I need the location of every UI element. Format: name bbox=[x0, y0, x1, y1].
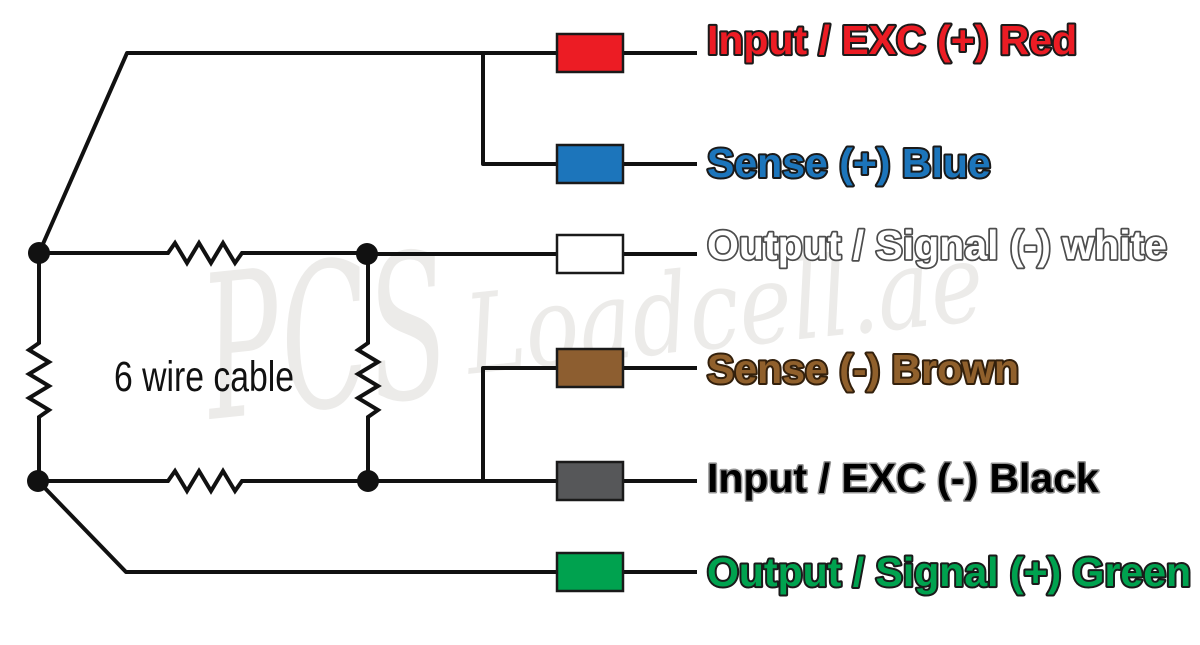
watermark: PCS Loadcell.ae bbox=[189, 209, 989, 467]
junction-node-bottom-left bbox=[27, 470, 49, 492]
wire-line bbox=[37, 51, 697, 254]
junction-node-top-left bbox=[28, 242, 50, 264]
terminal-box-red bbox=[555, 32, 625, 74]
wire-line bbox=[36, 479, 697, 574]
wire-label-white: Output / Signal (-) white bbox=[707, 222, 1167, 268]
wire-output-signal-positive: Output / Signal (+) Green bbox=[36, 479, 1193, 597]
terminal-box-brown bbox=[555, 347, 625, 389]
wire-line bbox=[481, 366, 697, 481]
resistor-top bbox=[39, 239, 367, 267]
terminal-box-blue bbox=[555, 143, 625, 185]
resistor-left bbox=[25, 253, 53, 481]
wire-line bbox=[481, 53, 697, 166]
junction-node-bottom-right bbox=[357, 470, 379, 492]
resistor-right bbox=[354, 254, 382, 481]
wire-sense-positive: Sense (+) Blue bbox=[481, 53, 993, 188]
wire-input-exc-negative: Input / EXC (-) Black bbox=[368, 454, 1101, 503]
wire-sense-negative: Sense (-) Brown bbox=[481, 344, 1021, 481]
bridge-circuit bbox=[25, 239, 382, 495]
junction-nodes bbox=[27, 242, 379, 492]
terminal-box-black bbox=[555, 460, 625, 502]
junction-node-top-right bbox=[356, 243, 378, 265]
wire-output-signal-negative: Output / Signal (-) white bbox=[367, 220, 1169, 275]
wire-label-black: Input / EXC (-) Black bbox=[707, 455, 1099, 501]
wire-label-brown: Sense (-) Brown bbox=[707, 346, 1019, 392]
watermark-monogram: PCS bbox=[189, 209, 459, 467]
wire-input-exc-positive: Input / EXC (+) Red bbox=[37, 15, 1079, 254]
wire-label-green: Output / Signal (+) Green bbox=[707, 549, 1191, 595]
terminal-box-white bbox=[555, 233, 625, 275]
wire-label-blue: Sense (+) Blue bbox=[707, 140, 991, 186]
wire-label-red: Input / EXC (+) Red bbox=[707, 17, 1077, 63]
terminal-box-green bbox=[555, 551, 625, 593]
resistor-bottom bbox=[38, 467, 368, 495]
cable-size-label: 6 wire cable bbox=[114, 353, 294, 401]
